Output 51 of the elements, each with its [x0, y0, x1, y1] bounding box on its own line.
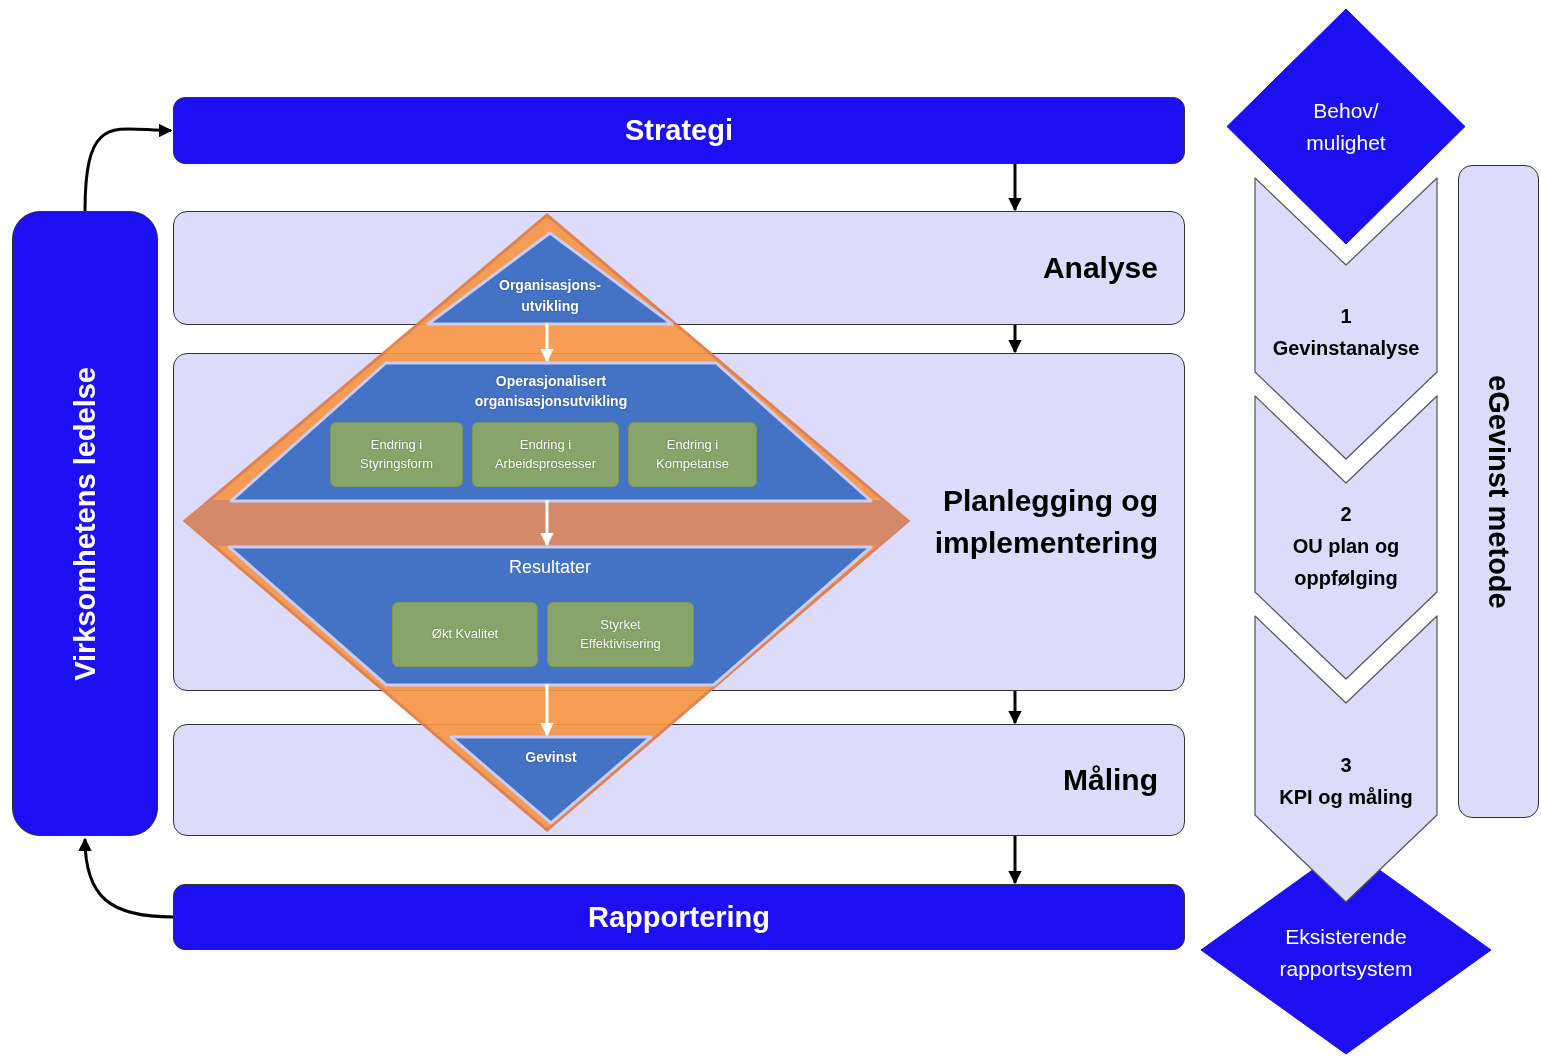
shape-label: Operasjonalisert organisasjonsutvikling: [473, 372, 629, 412]
rounded-box: [472, 422, 619, 487]
stage-title: Strategi: [625, 114, 733, 147]
arrow: [1008, 325, 1022, 354]
side-title: Virksomhetens ledelse: [68, 366, 102, 681]
trapezoid: [229, 547, 871, 685]
shape-label: Gevinst: [525, 748, 577, 767]
diamond: [1226, 8, 1466, 245]
stage-bar: [173, 97, 1185, 164]
rounded-box: [392, 602, 538, 667]
arrow: [1008, 164, 1022, 212]
triangle: [451, 737, 651, 823]
rounded-box: [330, 422, 463, 487]
shape-label: Resultater: [508, 557, 591, 578]
process-step: [1254, 395, 1438, 680]
box-label: Styrket Effektivisering: [579, 616, 662, 653]
arrow: [540, 684, 554, 737]
stage-band: [173, 724, 1185, 836]
stage-title: Analyse: [1042, 250, 1158, 286]
method-title: eGevinst metode: [1482, 374, 1515, 609]
step-label: 2: [1340, 502, 1352, 527]
side-bar: [12, 211, 158, 836]
step-label: 3: [1340, 753, 1352, 778]
stage-title: Rapportering: [587, 900, 771, 934]
box-label: Endring i Styringsform: [359, 436, 434, 473]
box-label: Endring i Arbeidsprosesser: [493, 436, 598, 473]
shape-label: Organisasjons- utvikling: [498, 276, 602, 316]
rounded-box: [628, 422, 757, 487]
arrow: [1008, 836, 1022, 885]
process-step: [1254, 177, 1438, 460]
diamond-label: Eksisterende rapportsystem: [1278, 924, 1414, 982]
step-label: 1: [1340, 304, 1352, 329]
step-label: Gevinstanalyse: [1272, 336, 1420, 361]
step-label: OU plan og oppfølging: [1291, 534, 1401, 591]
step-label: KPI og måling: [1279, 785, 1413, 810]
rounded-box: [547, 602, 694, 667]
arrow: [540, 500, 554, 547]
trapezoid: [231, 363, 871, 501]
method-panel: [1458, 165, 1539, 818]
arrow: [1008, 691, 1022, 725]
arrow: [540, 323, 554, 363]
stage-band: [173, 211, 1185, 325]
box-label: Økt Kvalitet: [431, 625, 499, 644]
arrow: [83, 123, 173, 212]
stage-title: Planlegging og implementering: [933, 483, 1158, 561]
stage-bar: [173, 884, 1185, 950]
diamond-label: Behov/ mulighet: [1305, 98, 1387, 156]
arrow: [78, 837, 174, 919]
stage-title: Måling: [1063, 762, 1158, 798]
box-label: Endring i Kompetanse: [655, 436, 730, 473]
process-step: [1254, 615, 1438, 903]
